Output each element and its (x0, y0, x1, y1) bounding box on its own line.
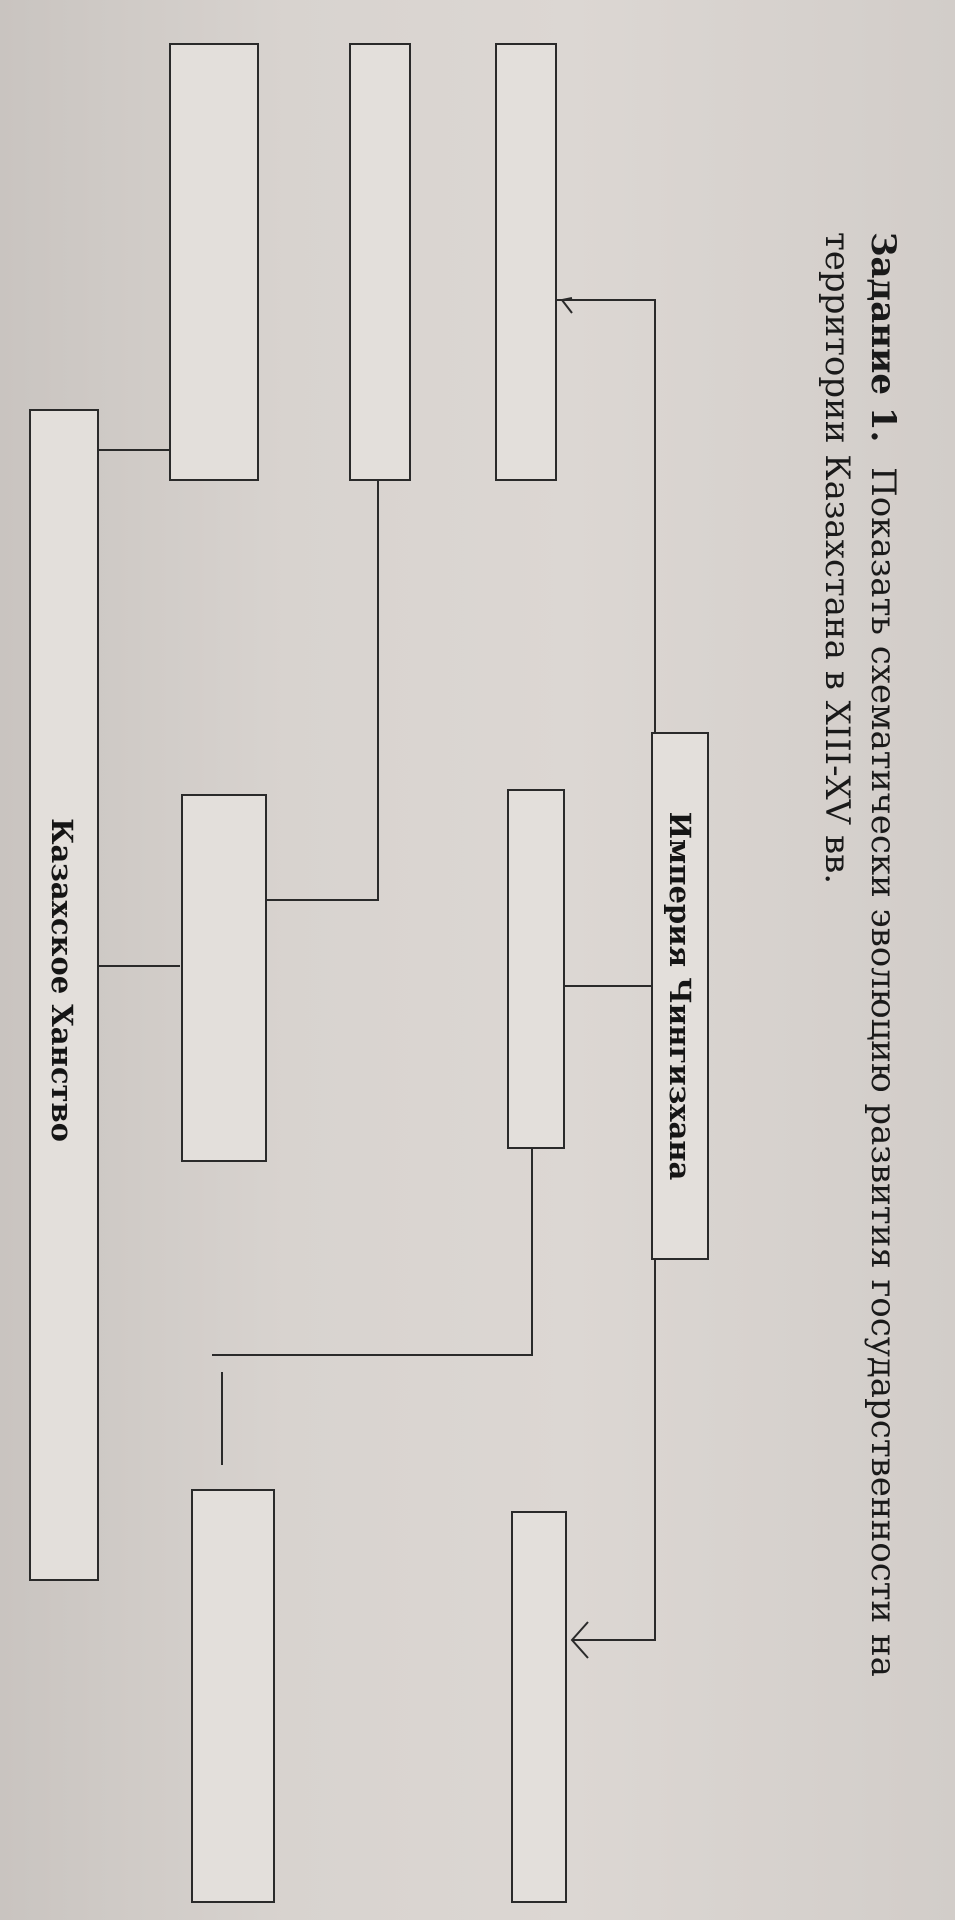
task-heading: Задание 1. Показать схематически эволюци… (863, 232, 903, 1677)
root-box-genghis-empire (651, 732, 709, 1260)
connector-middle-box-to-lower-line (212, 1148, 533, 1356)
task-line-1: Задание 1. Показать схематически эволюци… (863, 232, 903, 1677)
task-number: Задание 1. (863, 232, 903, 442)
connector-box-top2-to-middle-left-box (262, 480, 379, 901)
task-heading-line2: территории Казахстана в XIII-XV вв. (817, 232, 857, 884)
arrowhead-bottom (570, 1621, 589, 1659)
empty-box-bottom-right[interactable] (511, 1511, 567, 1903)
kazakh-khanate-label: Казахское Ханство (45, 818, 79, 1142)
arrowhead-top (560, 297, 573, 314)
empty-box-bottom-left[interactable] (191, 1489, 275, 1903)
empty-box-middle-right[interactable] (507, 789, 565, 1149)
empty-box-top-right[interactable] (495, 43, 557, 481)
task-instruction: Показать схематически эволюцию развития … (863, 467, 903, 1677)
kazakh-khanate-bar (29, 409, 99, 1581)
root-label: Империя Чингизхана (663, 812, 697, 1181)
empty-box-middle-left[interactable] (181, 794, 267, 1162)
empty-box-top-middle[interactable] (349, 43, 411, 481)
empty-box-top-left[interactable] (169, 43, 259, 481)
connector-root-to-bottom-right-box (572, 1260, 656, 1641)
bottom-label-wrap: Казахское Ханство (45, 818, 79, 1142)
root-label-wrap: Империя Чингизхана (663, 812, 697, 1181)
task-line-2: территории Казахстана в XIII-XV вв. (817, 232, 857, 884)
connector-root-to-top-right-box (555, 299, 656, 735)
